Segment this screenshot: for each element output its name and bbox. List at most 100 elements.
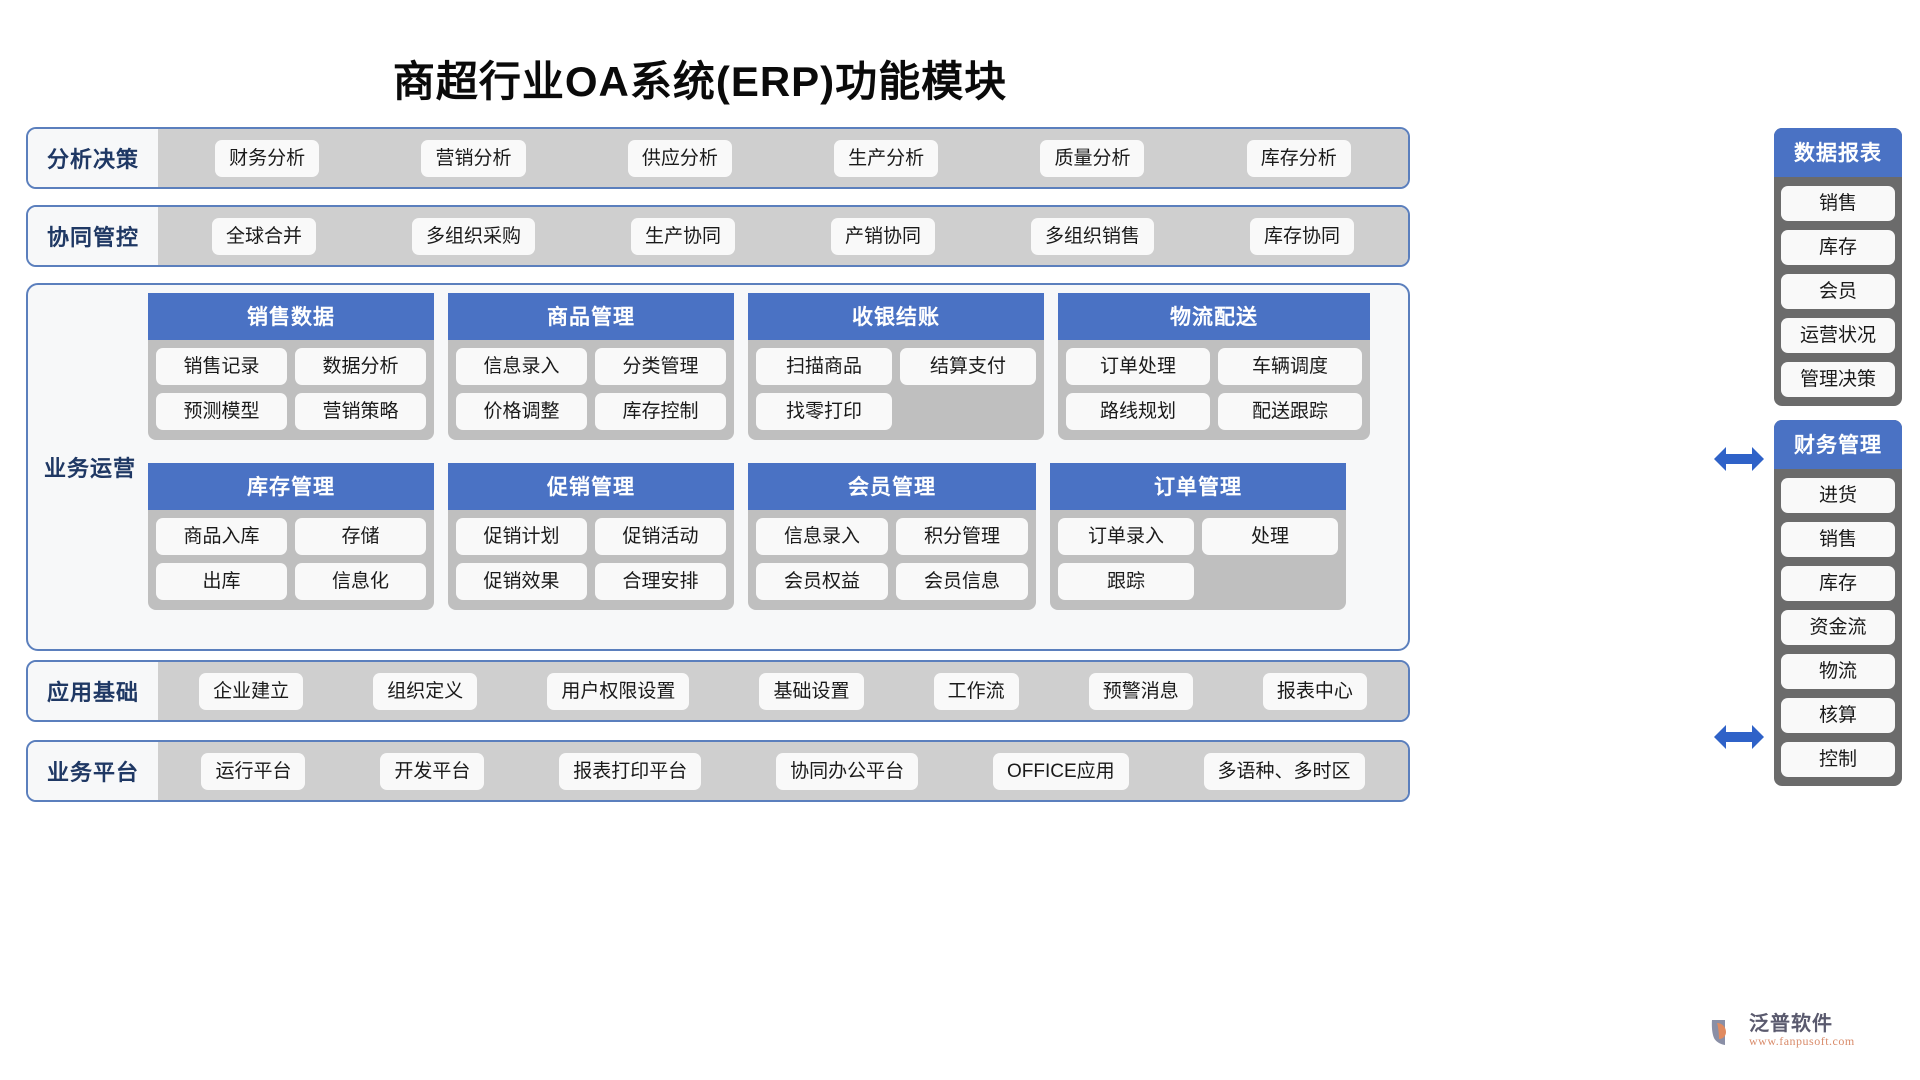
pill-inventory-control[interactable]: 库存控制: [595, 393, 726, 430]
sidebar-financial-management: 财务管理 进货 销售 库存 资金流 物流 核算 控制: [1774, 420, 1902, 786]
band-strip-collaborative-control: 全球合并 多组织采购 生产协同 产销协同 多组织销售 库存协同: [158, 207, 1408, 265]
pill-settlement-payment[interactable]: 结算支付: [900, 348, 1036, 385]
sidebar-item-finance-control[interactable]: 控制: [1781, 742, 1895, 777]
logo-url: www.fanpusoft.com: [1749, 1034, 1855, 1049]
card-order-management[interactable]: 订单管理 订单录入 处理 跟踪: [1050, 463, 1346, 610]
card-title-goods-management: 商品管理: [448, 293, 734, 340]
pill-quality-analysis[interactable]: 质量分析: [1040, 139, 1145, 177]
double-arrow-top-icon: [1712, 442, 1766, 476]
pill-sales-production-collaboration[interactable]: 产销协同: [830, 217, 935, 255]
pill-multilingual-multitimezone[interactable]: 多语种、多时区: [1203, 752, 1365, 790]
page-title: 商超行业OA系统(ERP)功能模块: [392, 58, 1008, 105]
pill-basic-settings[interactable]: 基础设置: [759, 672, 864, 710]
operations-row-2: 库存管理 商品入库 存储 出库 信息化 促销管理 促销计划 促销活动 促销效果 …: [148, 463, 1392, 623]
pill-info-entry-goods[interactable]: 信息录入: [456, 348, 587, 385]
pill-storage[interactable]: 存储: [295, 518, 426, 555]
sidebar-item-finance-sales[interactable]: 销售: [1781, 522, 1895, 557]
pill-outbound[interactable]: 出库: [156, 563, 287, 600]
pill-order-processing[interactable]: 订单处理: [1066, 348, 1210, 385]
pill-inventory-analysis[interactable]: 库存分析: [1246, 139, 1351, 177]
pill-supply-analysis[interactable]: 供应分析: [627, 139, 732, 177]
pill-office-application[interactable]: OFFICE应用: [993, 752, 1129, 790]
card-title-promotion-management: 促销管理: [448, 463, 734, 510]
pill-enterprise-setup[interactable]: 企业建立: [199, 672, 304, 710]
card-inventory-management[interactable]: 库存管理 商品入库 存储 出库 信息化: [148, 463, 434, 610]
pill-info-entry-member[interactable]: 信息录入: [756, 518, 888, 555]
sidebar-item-reports-management-decision[interactable]: 管理决策: [1781, 362, 1895, 397]
sidebar-item-finance-accounting[interactable]: 核算: [1781, 698, 1895, 733]
sidebar-item-finance-purchase[interactable]: 进货: [1781, 478, 1895, 513]
pill-data-analysis[interactable]: 数据分析: [295, 348, 426, 385]
sidebar-item-finance-cashflow[interactable]: 资金流: [1781, 610, 1895, 645]
pill-delivery-tracking[interactable]: 配送跟踪: [1218, 393, 1362, 430]
card-body-cashier-settlement: 扫描商品 结算支付 找零打印: [748, 340, 1044, 440]
pill-sales-record[interactable]: 销售记录: [156, 348, 287, 385]
double-arrow-bottom-icon: [1712, 720, 1766, 754]
card-promotion-management[interactable]: 促销管理 促销计划 促销活动 促销效果 合理安排: [448, 463, 734, 610]
sidebar-item-finance-logistics[interactable]: 物流: [1781, 654, 1895, 689]
pill-member-info[interactable]: 会员信息: [896, 563, 1028, 600]
band-analysis-decision: 分析决策 财务分析 营销分析 供应分析 生产分析 质量分析 库存分析: [26, 127, 1410, 189]
pill-user-permission-settings[interactable]: 用户权限设置: [547, 672, 690, 710]
pill-workflow[interactable]: 工作流: [933, 672, 1019, 710]
pill-informatization[interactable]: 信息化: [295, 563, 426, 600]
pill-production-analysis[interactable]: 生产分析: [834, 139, 939, 177]
card-member-management[interactable]: 会员管理 信息录入 积分管理 会员权益 会员信息: [748, 463, 1036, 610]
pill-goods-inbound[interactable]: 商品入库: [156, 518, 287, 555]
pill-change-print[interactable]: 找零打印: [756, 393, 892, 430]
card-title-order-management: 订单管理: [1050, 463, 1346, 510]
pill-marketing-analysis[interactable]: 营销分析: [421, 139, 526, 177]
pill-price-adjustment[interactable]: 价格调整: [456, 393, 587, 430]
card-title-sales-data: 销售数据: [148, 293, 434, 340]
sidebar-item-reports-operations-status[interactable]: 运营状况: [1781, 318, 1895, 353]
card-body-order-management: 订单录入 处理 跟踪: [1050, 510, 1346, 610]
sidebar-item-reports-sales[interactable]: 销售: [1781, 186, 1895, 221]
pill-multi-org-sales[interactable]: 多组织销售: [1030, 217, 1154, 255]
card-logistics-delivery[interactable]: 物流配送 订单处理 车辆调度 路线规划 配送跟踪: [1058, 293, 1370, 440]
pill-vehicle-scheduling[interactable]: 车辆调度: [1218, 348, 1362, 385]
sidebar-title-data-reports: 数据报表: [1774, 128, 1902, 177]
pill-report-print-platform[interactable]: 报表打印平台: [559, 752, 702, 790]
sidebar-item-reports-inventory[interactable]: 库存: [1781, 230, 1895, 265]
pill-financial-analysis[interactable]: 财务分析: [215, 139, 320, 177]
pill-report-center[interactable]: 报表中心: [1262, 672, 1367, 710]
card-body-promotion-management: 促销计划 促销活动 促销效果 合理安排: [448, 510, 734, 610]
card-goods-management[interactable]: 商品管理 信息录入 分类管理 价格调整 库存控制: [448, 293, 734, 440]
pill-promotion-activity[interactable]: 促销活动: [595, 518, 726, 555]
pill-reasonable-arrangement[interactable]: 合理安排: [595, 563, 726, 600]
sidebar-item-reports-member[interactable]: 会员: [1781, 274, 1895, 309]
card-cashier-settlement[interactable]: 收银结账 扫描商品 结算支付 找零打印: [748, 293, 1044, 440]
pill-order-entry[interactable]: 订单录入: [1058, 518, 1194, 555]
pill-route-planning[interactable]: 路线规划: [1066, 393, 1210, 430]
pill-development-platform[interactable]: 开发平台: [380, 752, 485, 790]
pill-points-management[interactable]: 积分管理: [896, 518, 1028, 555]
sidebar-title-financial-management: 财务管理: [1774, 420, 1902, 469]
pill-inventory-collaboration[interactable]: 库存协同: [1249, 217, 1354, 255]
pill-collaborative-office-platform[interactable]: 协同办公平台: [776, 752, 919, 790]
pill-promotion-effect[interactable]: 促销效果: [456, 563, 587, 600]
sidebar-item-finance-inventory[interactable]: 库存: [1781, 566, 1895, 601]
pill-runtime-platform[interactable]: 运行平台: [201, 752, 306, 790]
pill-global-merge[interactable]: 全球合并: [211, 217, 316, 255]
pill-alert-message[interactable]: 预警消息: [1088, 672, 1193, 710]
pill-scan-goods[interactable]: 扫描商品: [756, 348, 892, 385]
pill-category-management[interactable]: 分类管理: [595, 348, 726, 385]
pill-promotion-plan[interactable]: 促销计划: [456, 518, 587, 555]
business-operations-grid: 销售数据 销售记录 数据分析 预测模型 营销策略 商品管理 信息录入 分类管理 …: [148, 293, 1392, 641]
band-strip-business-platform: 运行平台 开发平台 报表打印平台 协同办公平台 OFFICE应用 多语种、多时区: [158, 742, 1408, 800]
band-label-collaborative-control: 协同管控: [28, 207, 158, 265]
pill-forecast-model[interactable]: 预测模型: [156, 393, 287, 430]
band-label-business-platform: 业务平台: [28, 742, 158, 800]
band-label-application-foundation: 应用基础: [28, 662, 158, 720]
pill-order-process[interactable]: 处理: [1202, 518, 1338, 555]
card-title-inventory-management: 库存管理: [148, 463, 434, 510]
pill-marketing-strategy[interactable]: 营销策略: [295, 393, 426, 430]
pill-organization-definition[interactable]: 组织定义: [373, 672, 478, 710]
card-sales-data[interactable]: 销售数据 销售记录 数据分析 预测模型 营销策略: [148, 293, 434, 440]
card-body-logistics-delivery: 订单处理 车辆调度 路线规划 配送跟踪: [1058, 340, 1370, 440]
operations-row-1: 销售数据 销售记录 数据分析 预测模型 营销策略 商品管理 信息录入 分类管理 …: [148, 293, 1392, 453]
pill-member-rights[interactable]: 会员权益: [756, 563, 888, 600]
pill-production-collaboration[interactable]: 生产协同: [630, 217, 735, 255]
pill-multi-org-purchase[interactable]: 多组织采购: [411, 217, 535, 255]
pill-order-track[interactable]: 跟踪: [1058, 563, 1194, 600]
